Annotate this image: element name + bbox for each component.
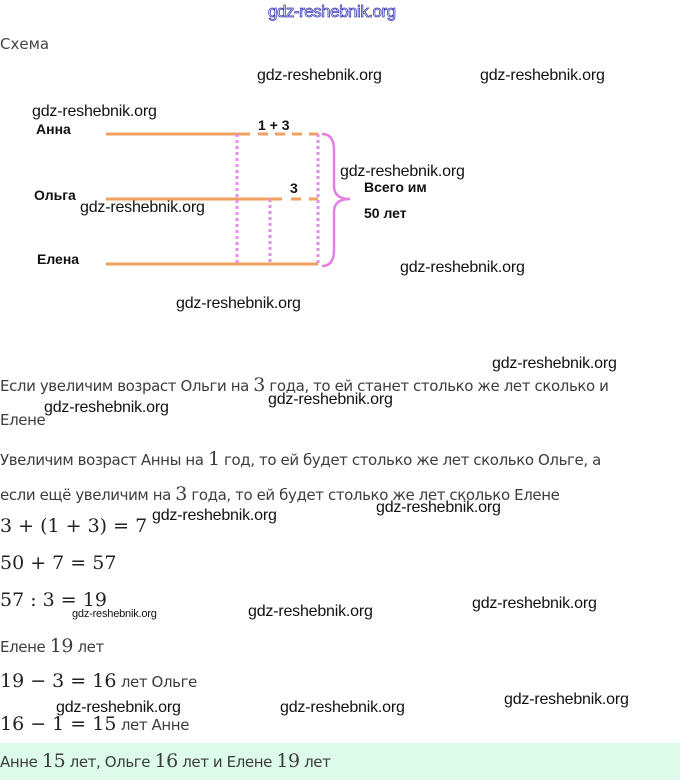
watermark: gdz-reshebnik.org (44, 399, 169, 416)
answer-olga-age: 16 (154, 750, 178, 772)
watermark: gdz-reshebnik.org (176, 295, 301, 312)
watermark: gdz-reshebnik.org (376, 499, 501, 516)
elena-number: 19 (49, 635, 74, 657)
answer-c: лет и Елене (177, 753, 277, 771)
elena-text-a: Елене (0, 638, 50, 656)
label-total-line2: 50 лет (364, 205, 407, 221)
answer-elena-age: 19 (276, 750, 300, 772)
watermark: gdz-reshebnik.org (280, 699, 405, 716)
p3-number: 3 (175, 483, 187, 505)
equation-4-suffix: лет Ольге (116, 673, 197, 691)
watermark: gdz-reshebnik.org (400, 259, 525, 276)
watermark: gdz-reshebnik.org (492, 355, 617, 372)
equation-5-suffix: лет Анне (116, 716, 190, 734)
answer-b: лет, Ольге (65, 753, 155, 771)
watermark: gdz-reshebnik.org (340, 163, 465, 180)
watermark-top: gdz-reshebnik.org (268, 2, 397, 22)
equation-4: 19 − 3 = 16 (0, 670, 117, 692)
answer-text: Анне 15 лет, Ольге 16 лет и Елене 19 лет (0, 750, 331, 772)
paragraph-1-cont: Елене (0, 411, 46, 429)
watermark: gdz-reshebnik.org (56, 699, 181, 716)
p3-text-b: года, то ей будет столько же лет сколько… (186, 486, 560, 504)
watermark: gdz-reshebnik.org (32, 103, 157, 120)
paragraph-3: если ещё увеличим на 3 года, то ей будет… (0, 483, 560, 505)
p1-text-b: года, то ей станет столько же лет скольк… (264, 377, 609, 395)
equation-1: 3 + (1 + 3) = 7 (0, 515, 148, 537)
equation-2: 50 + 7 = 57 (0, 552, 117, 574)
answer-anna-age: 15 (41, 750, 66, 772)
equation-5: 16 − 1 = 15 (0, 713, 117, 735)
label-anna: Анна (36, 121, 71, 137)
p3-text-a: если ещё увеличим на (0, 486, 176, 504)
elena-age-line: Елене 19 лет (0, 635, 104, 657)
watermark: gdz-reshebnik.org (268, 391, 393, 408)
equation-3: 57 : 3 = 19 (0, 589, 107, 611)
watermark: gdz-reshebnik.org (472, 595, 597, 612)
p2-number: 1 (207, 448, 220, 470)
watermark: gdz-reshebnik.org (248, 603, 373, 620)
watermark: gdz-reshebnik.org (80, 199, 205, 216)
watermark: gdz-reshebnik.org (152, 507, 277, 524)
p2-text-a: Увеличим возраст Анны на (0, 451, 208, 469)
age-scheme-diagram (106, 132, 351, 268)
watermark: gdz-reshebnik.org (257, 67, 382, 84)
curly-brace (321, 132, 351, 268)
label-anna-extra: 1 + 3 (258, 117, 290, 133)
paragraph-2: Увеличим возраст Анны на 1 год, то ей бу… (0, 448, 601, 470)
p2-text-b: год, то ей будет столько же лет сколько … (219, 451, 601, 469)
answer-d: лет (299, 753, 331, 771)
section-heading: Схема (0, 35, 50, 53)
equation-5-line: 16 − 1 = 15 лет Анне (0, 713, 189, 735)
label-olga-extra: 3 (290, 180, 298, 196)
p1-number: 3 (253, 374, 265, 396)
answer-a: Анне (0, 753, 42, 771)
label-olga: Ольга (34, 187, 76, 203)
answer-highlight: Анне 15 лет, Ольге 16 лет и Елене 19 лет (0, 743, 680, 780)
watermark: gdz-reshebnik.org (72, 608, 157, 620)
elena-text-b: лет (73, 638, 104, 656)
label-total-line1: Всего им (364, 179, 427, 195)
watermark: gdz-reshebnik.org (480, 67, 605, 84)
label-elena: Елена (37, 251, 80, 267)
equation-4-line: 19 − 3 = 16 лет Ольге (0, 670, 197, 692)
p1-text-a: Если увеличим возраст Ольги на (0, 377, 254, 395)
watermark: gdz-reshebnik.org (504, 691, 629, 708)
paragraph-1: Если увеличим возраст Ольги на 3 года, т… (0, 374, 609, 396)
